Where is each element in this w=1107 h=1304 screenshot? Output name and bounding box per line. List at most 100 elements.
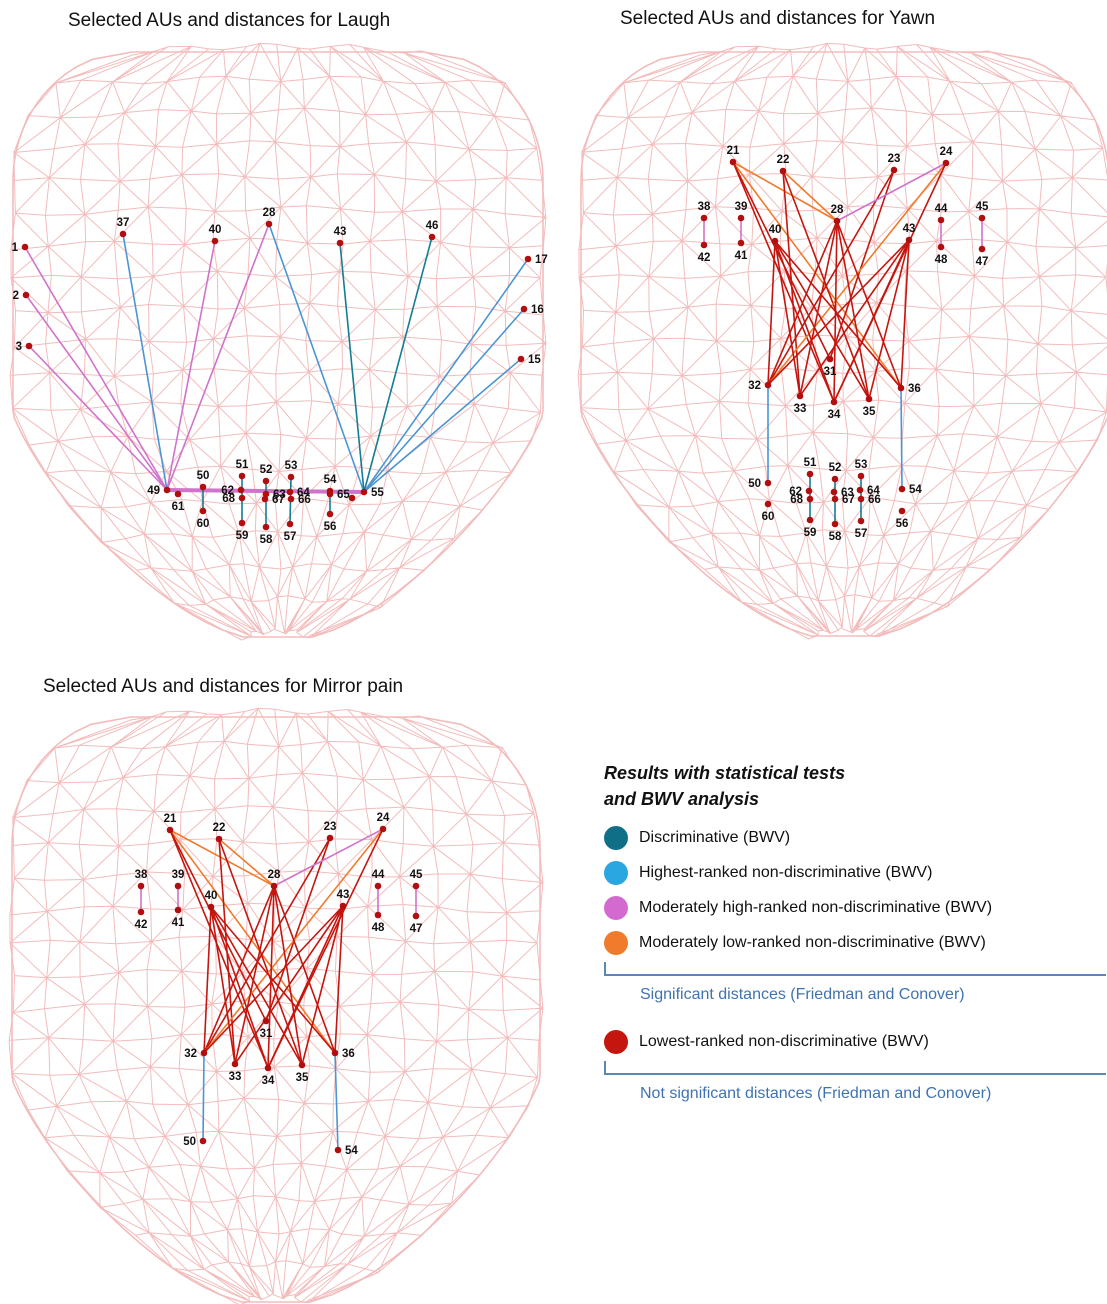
landmark-label: 43: [334, 226, 347, 238]
landmark-point: [905, 236, 913, 244]
distance-line-40-32: [203, 906, 212, 1054]
landmark-label: 34: [828, 409, 841, 421]
landmark-label: 3: [16, 341, 22, 353]
distance-line-43-36: [334, 905, 344, 1054]
legend-item-highest-ranked: Highest-ranked non-discriminative (BWV): [604, 855, 1104, 890]
landmark-label: 33: [794, 403, 807, 415]
distance-line-28-49: [166, 223, 270, 491]
significant-bracket: [604, 962, 1106, 976]
landmark-label: 68: [222, 493, 235, 505]
landmark-label: 39: [172, 869, 185, 881]
landmark-point: [25, 342, 33, 350]
distance-line-43-34: [267, 905, 344, 1069]
landmark-point: [238, 519, 246, 527]
landmark-point: [286, 488, 294, 496]
landmark-point: [737, 214, 745, 222]
landmark-point: [119, 230, 127, 238]
distance-line-40-35: [210, 906, 303, 1066]
landmark-label: 54: [345, 1145, 358, 1157]
landmark-point: [264, 1064, 272, 1072]
distance-line-43-34: [833, 239, 910, 403]
landmark-point: [805, 487, 813, 495]
mesh-wireframe: [8, 707, 544, 1304]
landmark-label: 55: [371, 487, 384, 499]
landmark-point: [262, 1017, 270, 1025]
face-mesh-layer: [8, 42, 1107, 1304]
landmark-label: 56: [324, 521, 337, 533]
legend-label-lowest-ranked: Lowest-ranked non-discriminative (BWV): [639, 1032, 929, 1050]
landmark-label: 45: [976, 201, 989, 213]
distance-line-32-50: [202, 1052, 205, 1142]
distance-line-28-33: [234, 885, 275, 1065]
landmark-label: 67: [842, 494, 855, 506]
landmark-label: 32: [184, 1048, 197, 1060]
legend: Results with statistical tests and BWV a…: [604, 760, 1106, 1109]
landmark-label: 21: [727, 145, 740, 157]
distance-line-24-28: [273, 828, 384, 887]
distance-line-22-28: [218, 838, 275, 887]
landmark-point: [334, 1146, 342, 1154]
landmark-label: 24: [377, 812, 390, 824]
landmark-point: [348, 494, 356, 502]
distance-line-28-35: [273, 885, 303, 1066]
landmark-point: [831, 475, 839, 483]
distance-line-40-35: [774, 240, 870, 400]
landmark-label: 60: [762, 511, 775, 523]
landmark-point: [857, 495, 865, 503]
landmark-point: [779, 167, 787, 175]
landmark-label: 51: [804, 457, 817, 469]
landmark-point: [238, 494, 246, 502]
landmark-label: 61: [172, 501, 185, 513]
landmark-label: 65: [337, 489, 350, 501]
landmark-point: [412, 912, 420, 920]
landmark-label: 64: [297, 487, 310, 499]
legend-label-moderately-low: Moderately low-ranked non-discriminative…: [639, 933, 986, 951]
landmark-point: [978, 245, 986, 253]
landmark-label: 41: [735, 250, 748, 262]
landmark-point: [199, 507, 207, 515]
landmark-label: 36: [908, 383, 921, 395]
distance-line-24-28: [836, 162, 947, 222]
distance-line-17-55: [363, 258, 529, 493]
landmark-label: 31: [824, 366, 837, 378]
landmark-point: [231, 1060, 239, 1068]
distance-line-43-32: [767, 239, 910, 386]
distance-line-46-55: [363, 236, 433, 493]
landmark-point: [700, 241, 708, 249]
landmark-label: 43: [903, 223, 916, 235]
distance-line-2-49: [25, 294, 168, 491]
landmark-label: 53: [285, 460, 298, 472]
landmark-point: [262, 523, 270, 531]
legend-item-discriminative: Discriminative (BWV): [604, 820, 1104, 855]
distance-line-43-33: [799, 239, 910, 397]
landmark-point: [199, 1137, 207, 1145]
mesh-wireframe: [577, 42, 1107, 640]
landmark-point: [22, 291, 30, 299]
landmark-point: [942, 159, 950, 167]
landmark-label: 32: [748, 380, 761, 392]
distance-line-23-31: [265, 837, 331, 1022]
landmark-label: 48: [372, 922, 385, 934]
distance-line-43-33: [234, 905, 344, 1065]
landmark-label: 35: [863, 406, 876, 418]
not-significant-bracket: [604, 1061, 1106, 1075]
landmark-label: 44: [372, 869, 385, 881]
landmark-point: [831, 495, 839, 503]
face-mesh-2: [8, 707, 544, 1304]
legend-title-line-1: Results with statistical tests: [604, 763, 846, 783]
landmark-point: [517, 355, 525, 363]
landmark-point: [207, 903, 215, 911]
landmark-point: [199, 483, 207, 491]
landmark-label: 57: [284, 531, 297, 543]
landmark-label: 43: [337, 889, 350, 901]
landmark-label: 50: [197, 470, 210, 482]
landmark-point: [771, 237, 779, 245]
landmark-point: [826, 355, 834, 363]
landmark-label: 22: [213, 822, 226, 834]
landmark-label: 37: [117, 217, 130, 229]
distance-line-40-49: [166, 240, 216, 491]
landmark-point: [412, 882, 420, 890]
landmark-point: [270, 882, 278, 890]
